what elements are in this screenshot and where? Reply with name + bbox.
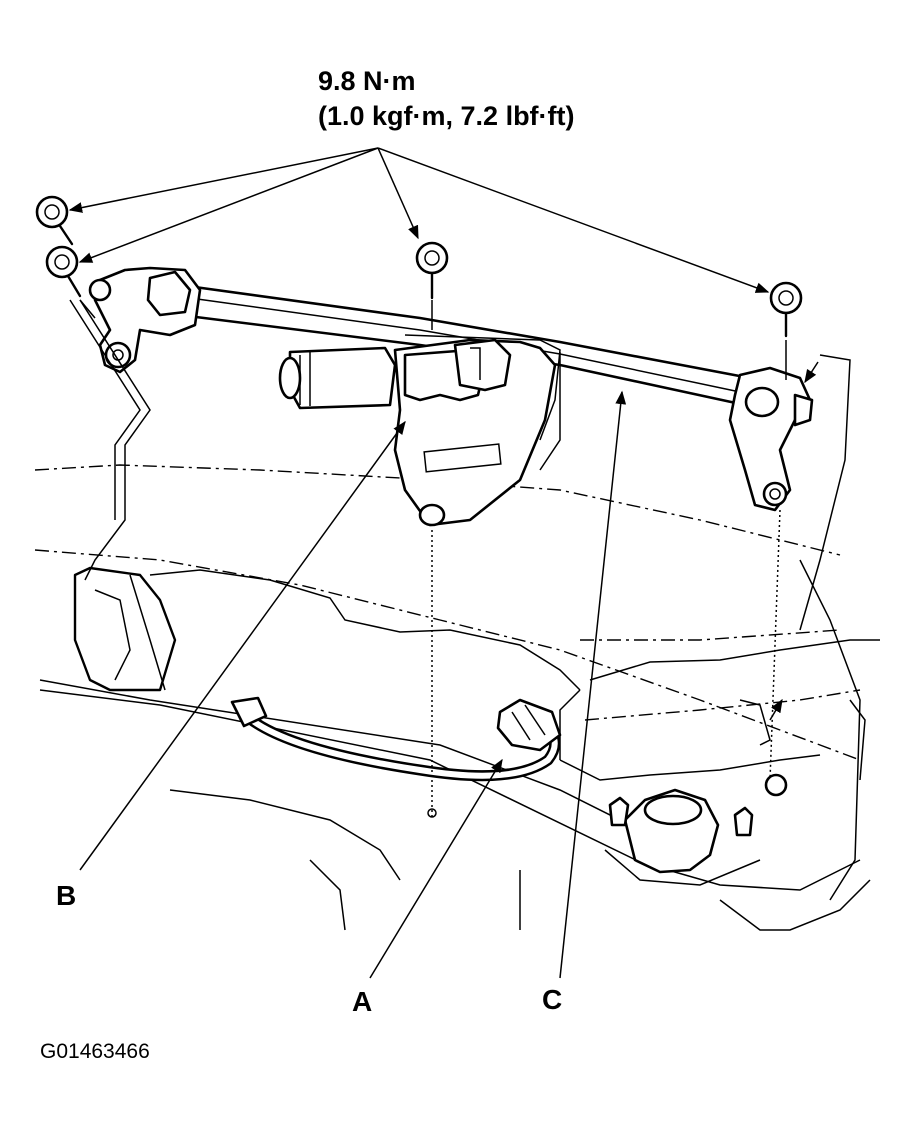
reference-lines <box>34 464 861 761</box>
cowl-body-outline <box>39 354 880 931</box>
wiring-harness <box>230 696 562 782</box>
torque-spec-alt-units: (1.0 kgf·m, 7.2 lbf·ft) <box>318 101 575 131</box>
strut-mount <box>604 788 761 886</box>
bolt-1 <box>35 195 74 246</box>
figure-id: G01463466 <box>40 1040 150 1063</box>
torque-leader-arrows <box>68 147 770 293</box>
callout-label-a: A <box>352 986 373 1017</box>
bolt-3 <box>415 241 449 300</box>
torque-spec-nm: 9.8 N·m <box>318 66 416 96</box>
callout-label-b: B <box>56 880 77 911</box>
bolt-2 <box>45 245 82 298</box>
callout-leaders <box>79 361 819 979</box>
callout-label-c: C <box>542 984 563 1015</box>
bolt-4 <box>769 281 803 338</box>
mounting-bolts <box>35 195 803 820</box>
wiper-motor <box>278 334 561 527</box>
